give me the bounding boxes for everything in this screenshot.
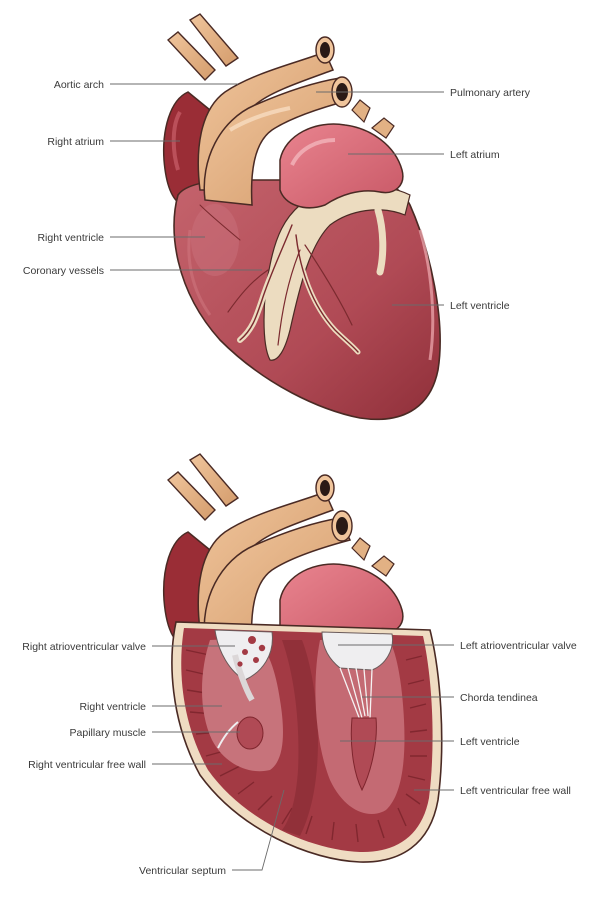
- label-right-atrium: Right atrium: [47, 136, 104, 148]
- septum-shape: [282, 640, 318, 836]
- top-labels: Aortic arch Right atrium Right ventricle…: [23, 79, 531, 312]
- label-right-av-valve: Right atrioventricular valve: [22, 641, 146, 653]
- label-ventricular-septum: Ventricular septum: [139, 865, 226, 877]
- label-chorda-tendinea: Chorda tendinea: [460, 692, 538, 704]
- label-pulmonary-artery: Pulmonary artery: [450, 87, 531, 99]
- label-left-av-valve: Left atrioventricular valve: [460, 640, 577, 652]
- coronary-fat-shape: [263, 185, 411, 361]
- label-right-free-wall: Right ventricular free wall: [28, 759, 146, 771]
- heart-section-view: [162, 453, 443, 863]
- coronary-vessel-branches: [199, 204, 361, 355]
- label-left-ventricle-section: Left ventricle: [460, 736, 520, 748]
- trabeculae: [185, 649, 428, 843]
- chordae-tendineae: [339, 667, 373, 721]
- label-left-free-wall: Left ventricular free wall: [460, 785, 571, 797]
- label-aortic-arch: Aortic arch: [54, 79, 104, 91]
- label-coronary-vessels: Coronary vessels: [23, 265, 104, 277]
- label-left-atrium: Left atrium: [450, 149, 500, 161]
- heart-external-view: [162, 13, 441, 421]
- bottom-labels: Right atrioventricular valve Right ventr…: [22, 640, 577, 877]
- papillary-muscle-shape: [236, 716, 264, 750]
- label-papillary-muscle: Papillary muscle: [70, 727, 147, 739]
- label-left-ventricle: Left ventricle: [450, 300, 510, 312]
- label-right-ventricle-section: Right ventricle: [79, 701, 146, 713]
- label-right-ventricle: Right ventricle: [37, 232, 104, 244]
